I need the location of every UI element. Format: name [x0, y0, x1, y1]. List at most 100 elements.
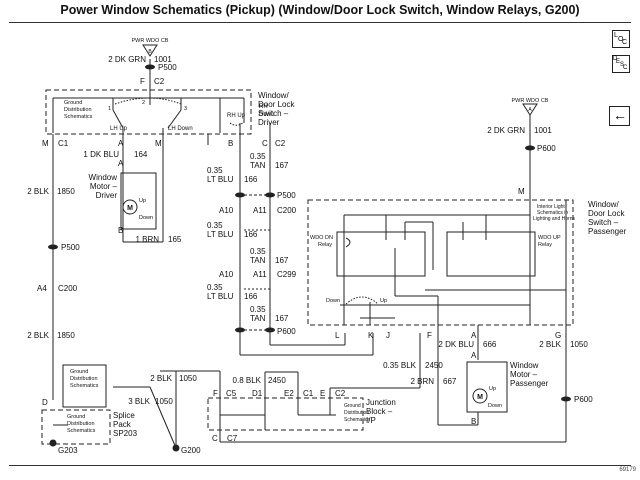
svg-text:0.8 BLK: 0.8 BLK [233, 376, 262, 385]
svg-text:Window/: Window/ [588, 200, 619, 209]
svg-text:G203: G203 [58, 446, 78, 455]
svg-text:667: 667 [443, 377, 457, 386]
svg-text:C1: C1 [303, 389, 314, 398]
svg-text:Lighting and Horns: Lighting and Horns [533, 216, 575, 222]
svg-text:Distribution: Distribution [70, 376, 98, 382]
svg-text:Relay: Relay [538, 242, 552, 248]
svg-text:3: 3 [184, 106, 187, 112]
svg-text:P600: P600 [574, 395, 593, 404]
svg-text:Window: Window [89, 173, 118, 182]
driver-switch-box [45, 89, 252, 135]
svg-text:1050: 1050 [155, 397, 173, 406]
svg-text:LH Up: LH Up [110, 126, 128, 132]
svg-text:2 BLK: 2 BLK [27, 187, 49, 196]
svg-text:WDO DN: WDO DN [310, 235, 333, 241]
svg-text:C2: C2 [335, 389, 346, 398]
svg-text:F: F [140, 77, 145, 86]
svg-text:0.35: 0.35 [250, 305, 266, 314]
svg-text:A11: A11 [253, 270, 267, 279]
svg-text:C2: C2 [275, 139, 286, 148]
svg-text:1050: 1050 [570, 340, 588, 349]
svg-text:Relay: Relay [318, 242, 332, 248]
svg-text:D1: D1 [252, 389, 263, 398]
svg-text:B: B [228, 139, 233, 148]
svg-text:0.35: 0.35 [207, 283, 223, 292]
svg-text:Motor –: Motor – [90, 182, 118, 191]
svg-text:PWR WDO CB: PWR WDO CB [512, 98, 549, 104]
svg-text:G: G [555, 331, 561, 340]
loc-icon: L [614, 32, 618, 39]
svg-text:A: A [471, 351, 477, 360]
svg-text:M: M [477, 394, 483, 401]
svg-text:Distribution: Distribution [344, 410, 369, 416]
svg-text:167: 167 [275, 256, 289, 265]
svg-text:Passenger: Passenger [510, 379, 549, 388]
svg-text:TAN: TAN [250, 314, 266, 323]
svg-text:Door Lock: Door Lock [258, 100, 295, 109]
svg-text:1850: 1850 [57, 331, 75, 340]
diagram-title: Power Window Schematics (Pickup) (Window… [60, 3, 580, 17]
svg-text:A: A [528, 107, 532, 113]
svg-text:A11: A11 [253, 206, 267, 215]
svg-text:Switch –: Switch – [258, 109, 289, 118]
svg-text:166: 166 [244, 175, 258, 184]
svg-text:B: B [471, 417, 476, 426]
svg-text:Schematics: Schematics [64, 114, 93, 120]
splice-pack-box [41, 409, 111, 445]
svg-text:TAN: TAN [250, 161, 266, 170]
svg-text:C: C [212, 434, 218, 443]
g200-ground [172, 444, 180, 452]
svg-text:I/P: I/P [366, 416, 376, 425]
svg-text:M: M [127, 205, 133, 212]
svg-text:M: M [42, 139, 49, 148]
svg-text:2 DK GRN: 2 DK GRN [108, 55, 146, 64]
svg-text:Splice: Splice [113, 411, 135, 420]
svg-text:Switch –: Switch – [588, 218, 619, 227]
svg-text:LT BLU: LT BLU [207, 175, 234, 184]
junction-block-box [207, 397, 364, 431]
svg-text:1850: 1850 [57, 187, 75, 196]
svg-text:C1: C1 [58, 139, 69, 148]
svg-text:LT BLU: LT BLU [207, 230, 234, 239]
svg-text:164: 164 [134, 150, 148, 159]
svg-text:Window: Window [510, 361, 539, 370]
svg-text:A: A [118, 139, 124, 148]
fuse-a-icon [522, 103, 538, 116]
svg-text:P500: P500 [158, 63, 177, 72]
svg-text:C2: C2 [154, 77, 165, 86]
svg-text:RH: RH [259, 104, 268, 110]
svg-text:166: 166 [244, 230, 258, 239]
svg-text:Distribution: Distribution [67, 421, 95, 427]
svg-text:Block –: Block – [366, 407, 393, 416]
passenger-switch-box [307, 199, 574, 326]
svg-text:RH Up: RH Up [227, 113, 246, 119]
svg-text:Down: Down [259, 112, 274, 118]
loc-button[interactable]: L O C [612, 30, 630, 48]
svg-text:E2: E2 [284, 389, 294, 398]
svg-text:Schematics: Schematics [70, 383, 99, 389]
svg-text:C: C [262, 139, 268, 148]
svg-text:0.35: 0.35 [207, 166, 223, 175]
svg-text:167: 167 [275, 314, 289, 323]
svg-text:F: F [427, 331, 432, 340]
svg-text:Down: Down [488, 403, 502, 409]
svg-text:A: A [471, 331, 477, 340]
figure-id: 69179 [619, 467, 636, 473]
svg-text:C5: C5 [226, 389, 237, 398]
svg-text:Door Lock: Door Lock [588, 209, 625, 218]
svg-text:P500: P500 [61, 243, 80, 252]
passenger-motor-box [466, 361, 508, 413]
svg-text:Ground: Ground [344, 403, 361, 409]
svg-text:Ground: Ground [70, 369, 88, 375]
svg-text:2: 2 [142, 100, 145, 106]
svg-text:LT BLU: LT BLU [207, 292, 234, 301]
back-button[interactable]: ← [609, 106, 630, 126]
svg-text:1050: 1050 [179, 374, 197, 383]
svg-text:Distribution: Distribution [64, 107, 92, 113]
svg-text:LH Down: LH Down [168, 126, 193, 132]
svg-text:1001: 1001 [154, 55, 172, 64]
wdo-dn-relay [336, 231, 426, 277]
svg-text:L: L [335, 331, 340, 340]
svg-text:P600: P600 [537, 144, 556, 153]
desc-button[interactable]: D E S C [612, 55, 630, 73]
